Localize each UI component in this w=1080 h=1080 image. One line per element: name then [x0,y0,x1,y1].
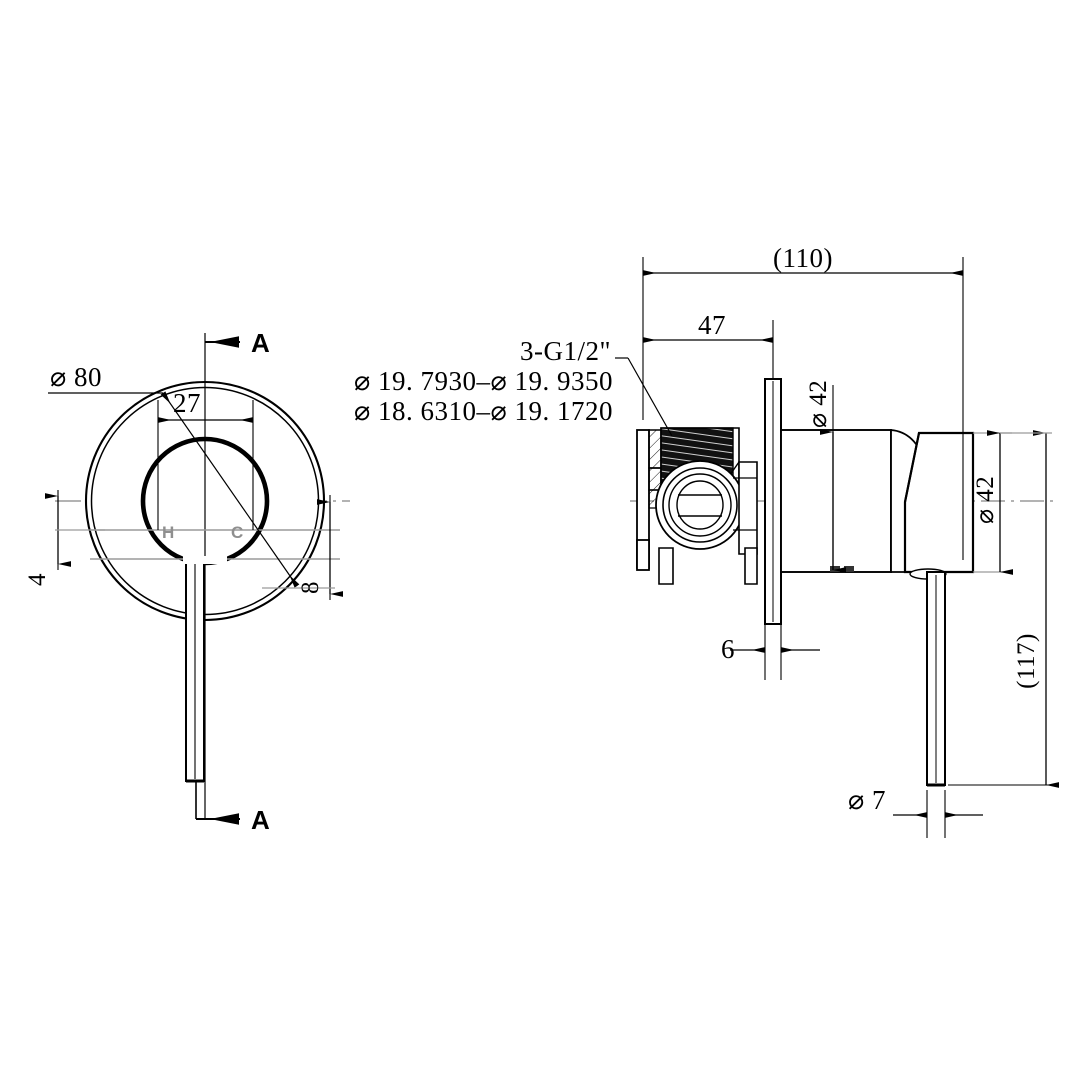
label-cold-marker: C [231,523,243,542]
label-body-diameter-right: ⌀ 42 [972,476,999,524]
label-overall-length: (110) [773,243,833,273]
label-inner-width: 27 [173,388,201,418]
dim-4-group [45,490,105,570]
label-outer-diameter: ⌀ 80 [50,362,102,392]
section-label-a-top: A [251,328,270,358]
dim-6-group [730,600,820,680]
label-body-diameter-top: ⌀ 42 [805,380,832,428]
side-section-view-group [615,257,1059,838]
label-overall-height: (117) [1013,633,1040,689]
dim-7-group [893,790,983,838]
dim-8-group [262,495,343,600]
lever-hub-joint [183,556,227,564]
dim-47-group [643,320,774,378]
label-offset-right: 8 [297,581,324,594]
dim-27-group [157,400,254,530]
label-handle-diameter: ⌀ 7 [848,785,886,815]
mixer-body [780,429,975,580]
inlet-section-body [636,427,758,585]
label-plate-thickness: 6 [721,634,735,664]
section-label-a-bottom: A [251,805,270,835]
dim-outer-diameter-leader [48,391,300,588]
front-view-group [45,333,350,825]
label-offset-left: 4 [24,573,51,586]
note-tolerance-line-1: ⌀ 19. 7930–⌀ 19. 9350 [354,366,613,396]
note-thread-spec: 3-G1/2" [520,336,611,366]
handle-stem [926,571,946,787]
lever-handle [185,559,205,783]
section-marker-a-bottom [195,781,240,825]
dim-117-group [948,430,1059,788]
label-hot-marker: H [162,523,174,542]
wall-plate [764,378,782,625]
note-tolerance-line-2: ⌀ 18. 6310–⌀ 19. 1720 [354,396,613,426]
thread-spec-leader [615,357,673,437]
label-inlet-length: 47 [698,310,726,340]
